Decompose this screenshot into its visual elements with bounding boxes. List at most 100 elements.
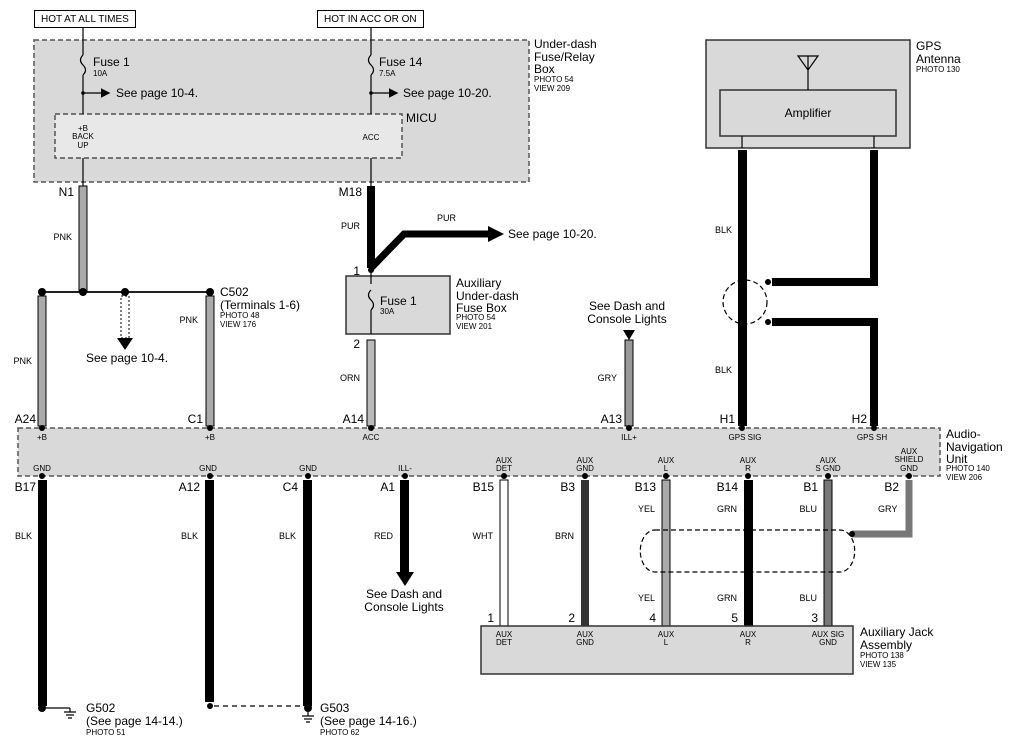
wire-label-wht: WHT bbox=[472, 531, 494, 541]
nav-pin-id-b2: B2 bbox=[884, 480, 899, 494]
wire-label-blk-gps-2: BLK bbox=[714, 365, 732, 375]
nav-pin-label-a13: ILL+ bbox=[621, 433, 637, 442]
nav-pin-label-b15: AUX DET bbox=[495, 456, 513, 474]
c502-title: C502 bbox=[220, 285, 249, 299]
wire-blk-b17 bbox=[38, 480, 47, 706]
nav-unit-photo: PHOTO 140 bbox=[946, 464, 990, 473]
c502-photo: PHOTO 48 bbox=[220, 311, 260, 320]
ground-g502-see-link[interactable]: (See page 14-14.) bbox=[86, 714, 183, 728]
wire-orn bbox=[366, 339, 376, 427]
gps-antenna-photo: PHOTO 130 bbox=[916, 65, 960, 74]
nav-pin-id-a1: A1 bbox=[380, 480, 395, 494]
ground-g503-title: G503 bbox=[320, 701, 350, 715]
see-page-10-4-link[interactable]: See page 10-4. bbox=[116, 86, 199, 100]
wire-blk-gps-shield bbox=[772, 150, 878, 286]
fuse-14-symbol bbox=[367, 42, 399, 186]
see-dash-lights-bottom-link[interactable]: See Dash and Console Lights bbox=[364, 587, 444, 614]
aux-jack-title: Auxiliary Jack Assembly bbox=[860, 625, 934, 652]
aux-fuse-box bbox=[345, 275, 451, 335]
nav-pin-id-a13: A13 bbox=[600, 412, 622, 426]
amplifier-box bbox=[719, 89, 897, 137]
fuse-14-name: Fuse 14 bbox=[379, 55, 423, 69]
nav-pin-label-c1: +B bbox=[204, 433, 216, 442]
aux-jack-photo: PHOTO 138 bbox=[860, 651, 904, 660]
micu-pin-acc: ACC bbox=[362, 133, 380, 142]
aux-jack-pin-label-det: AUX DET bbox=[495, 630, 513, 648]
nav-pin-label-a12: GND bbox=[199, 464, 217, 473]
wire-pur-m18 bbox=[367, 186, 375, 268]
fuse-1-name: Fuse 1 bbox=[93, 55, 130, 69]
nav-pin-id-b17: B17 bbox=[14, 480, 36, 494]
nav-pin-label-a14: ACC bbox=[362, 433, 380, 442]
aux-jack-pin-label-l: AUX L bbox=[657, 630, 675, 648]
fuse-relay-box-title: Under-dash Fuse/Relay Box bbox=[534, 37, 597, 77]
see-page-10-20-branch-link[interactable]: See page 10-20. bbox=[508, 227, 597, 241]
nav-pin-label-b3: AUX GND bbox=[576, 456, 594, 474]
wire-label-grn-1: GRN bbox=[717, 504, 737, 514]
c502-subtitle: (Terminals 1-6) bbox=[220, 298, 301, 312]
wire-label-pnk-1: PNK bbox=[53, 232, 72, 242]
wire-label-blu-1: BLU bbox=[799, 504, 817, 514]
nav-pin-label-b17: GND bbox=[33, 464, 51, 473]
see-dash-lights-top-link[interactable]: See Dash and Console Lights bbox=[587, 299, 667, 326]
nav-pin-label-a1: ILL- bbox=[398, 464, 412, 473]
aux-jack-pin-num-4: 4 bbox=[649, 611, 656, 625]
nav-pin-id-b15: B15 bbox=[472, 480, 494, 494]
nav-unit-title: Audio- Navigation Unit bbox=[946, 427, 1003, 467]
antenna-icon bbox=[796, 55, 820, 90]
aux-fuse-box-view: VIEW 201 bbox=[456, 322, 493, 331]
wire-gry-b2 bbox=[852, 480, 913, 538]
nav-pin-id-h1: H1 bbox=[719, 412, 735, 426]
ground-g503-photo: PHOTO 62 bbox=[320, 728, 360, 737]
nav-pin-id-b13: B13 bbox=[634, 480, 656, 494]
wire-label-brn: BRN bbox=[554, 531, 574, 541]
wire-label-blk-2: BLK bbox=[180, 531, 198, 541]
wire-wht bbox=[499, 479, 509, 627]
terminal-n1: N1 bbox=[58, 185, 74, 199]
nav-pin-id-b3: B3 bbox=[560, 480, 575, 494]
shield-lower bbox=[639, 529, 856, 573]
wire-pnk-a24 bbox=[37, 295, 47, 427]
nav-unit-view: VIEW 206 bbox=[946, 473, 983, 482]
nav-pin-label-b1: AUX S GND bbox=[815, 456, 841, 474]
nav-pin-id-b1: B1 bbox=[803, 480, 818, 494]
wire-label-yel-1: YEL bbox=[637, 504, 655, 514]
see-page-10-20-link[interactable]: See page 10-20. bbox=[403, 86, 492, 100]
aux-jack-pin-num-3: 3 bbox=[811, 611, 818, 625]
fuse-14-amp: 7.5A bbox=[379, 69, 396, 78]
wire-label-blu-2: BLU bbox=[799, 593, 817, 603]
wire-pnk-c1 bbox=[205, 295, 215, 427]
ground-g503-see-link[interactable]: (See page 14-16.) bbox=[320, 714, 417, 728]
aux-jack-pin-label-sig-gnd: AUX SIG GND bbox=[811, 630, 845, 648]
wire-pnk-branch bbox=[120, 295, 130, 339]
wire-label-pur-branch: PUR bbox=[437, 213, 457, 223]
wire-blu bbox=[823, 479, 833, 627]
aux-jack-pin-label-r: AUX R bbox=[739, 630, 757, 648]
wire-gry-a13 bbox=[624, 339, 634, 427]
nav-pin-id-a12: A12 bbox=[178, 480, 200, 494]
nav-pin-id-b14: B14 bbox=[716, 480, 738, 494]
ground-g502-photo: PHOTO 51 bbox=[86, 728, 126, 737]
header-hot-at-all-times: HOT AT ALL TIMES bbox=[34, 10, 136, 28]
shield-upper bbox=[722, 279, 768, 325]
wire-blk-c4 bbox=[303, 480, 312, 706]
fuse-1-amp: 10A bbox=[93, 69, 108, 78]
c502-view: VIEW 176 bbox=[220, 320, 257, 329]
aux-jack-pin-label-gnd: AUX GND bbox=[576, 630, 594, 648]
micu-label: MICU bbox=[406, 111, 437, 125]
nav-pin-label-a24: +B bbox=[36, 433, 48, 442]
c502-see-page-link[interactable]: See page 10-4. bbox=[86, 351, 169, 365]
wire-label-grn-2: GRN bbox=[717, 593, 737, 603]
nav-pin-id-a14: A14 bbox=[342, 412, 364, 426]
nav-pin-label-c4: GND bbox=[299, 464, 317, 473]
wire-label-blk-gps-1: BLK bbox=[714, 225, 732, 235]
nav-pin-label-b14: AUX R bbox=[739, 456, 757, 474]
aux-fuse-box-photo: PHOTO 54 bbox=[456, 313, 496, 322]
wire-label-pur: PUR bbox=[340, 221, 360, 231]
wire-label-blk-1: BLK bbox=[14, 531, 32, 541]
wire-label-blk-3: BLK bbox=[278, 531, 296, 541]
wire-grn bbox=[744, 480, 753, 626]
micu-pin-backup: +B BACK UP bbox=[72, 124, 94, 150]
aux-jack-pin-num-5: 5 bbox=[731, 611, 738, 625]
wire-blk-h2 bbox=[772, 318, 878, 426]
